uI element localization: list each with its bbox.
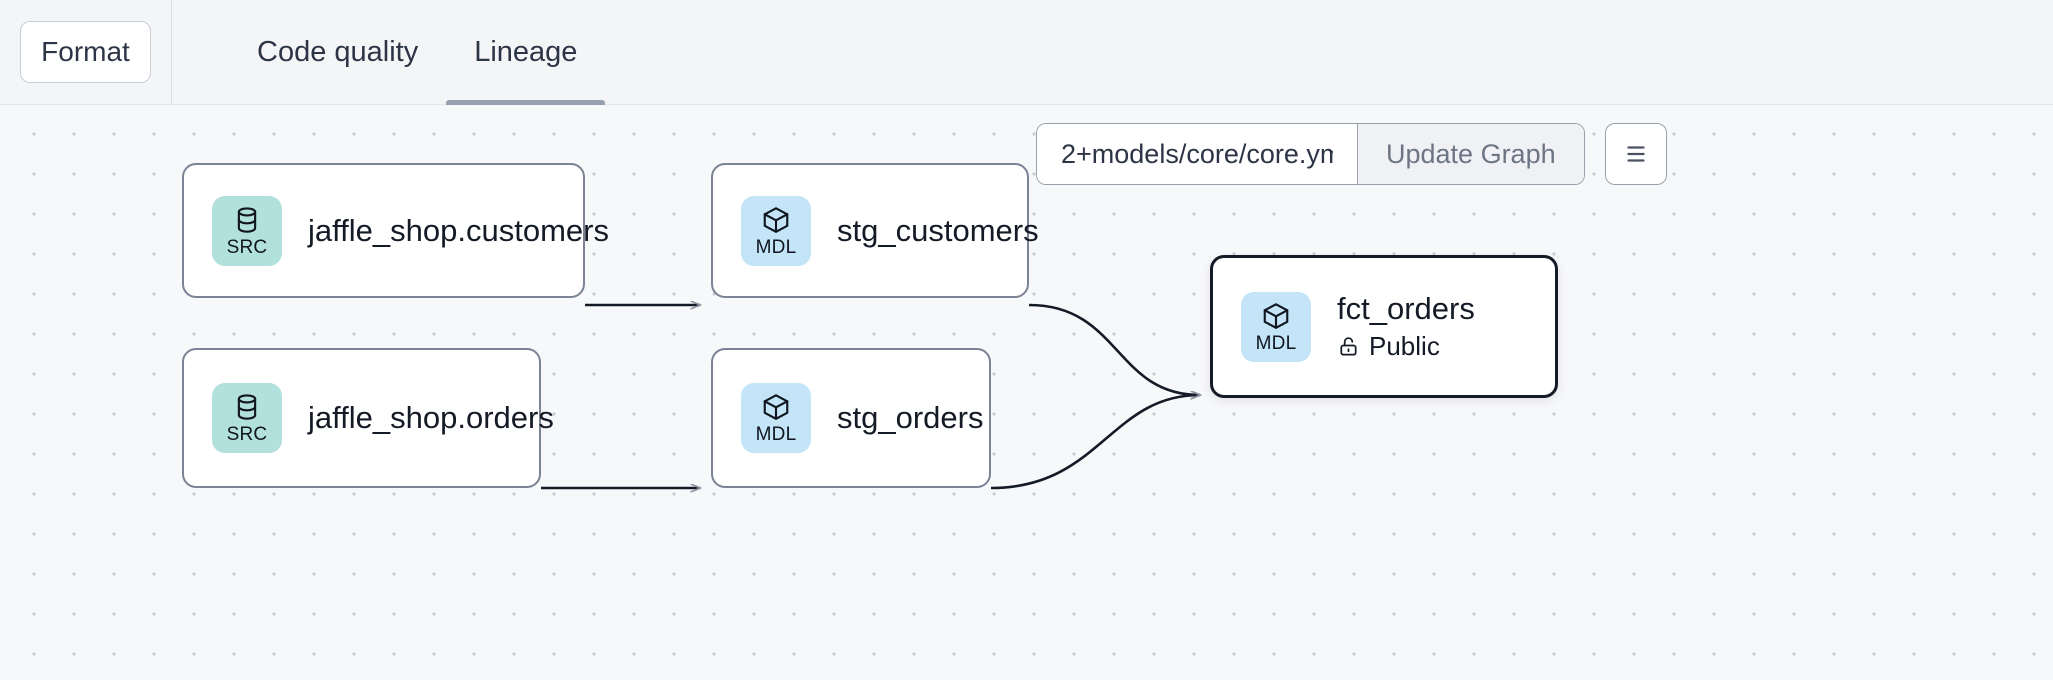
badge-mdl: MDL <box>1241 291 1311 362</box>
lineage-canvas[interactable]: SRC jaffle_shop.customers SRC jaffle_sho… <box>0 105 2053 680</box>
selector-input[interactable] <box>1037 124 1357 184</box>
tab-lineage[interactable]: Lineage <box>446 0 606 105</box>
tab-code-quality[interactable]: Code quality <box>229 0 446 105</box>
graph-options-button[interactable] <box>1604 123 1667 185</box>
badge-src-label: SRC <box>226 236 268 258</box>
unlock-icon <box>1340 337 1357 356</box>
database-icon <box>237 206 257 233</box>
node-jaffle-shop-orders[interactable]: SRC jaffle_shop.orders <box>182 348 554 488</box>
badge-src-label: SRC <box>226 424 268 445</box>
update-graph-button[interactable]: Update Graph <box>1357 124 1584 184</box>
badge-src: SRC <box>212 195 282 266</box>
node-access-row: Public <box>1337 331 1475 362</box>
node-body: stg_orders <box>837 400 983 436</box>
node-body: stg_customers <box>837 213 1039 249</box>
badge-mdl: MDL <box>741 383 811 453</box>
node-access-label: Public <box>1369 331 1440 362</box>
format-button-zone: Format <box>0 0 172 105</box>
node-fct-orders[interactable]: MDL fct_orders Public <box>1210 255 1558 398</box>
node-jaffle-shop-customers[interactable]: SRC jaffle_shop.customers <box>182 163 609 298</box>
tab-bar: Code quality Lineage <box>172 0 606 105</box>
node-stg-customers[interactable]: MDL stg_customers <box>711 163 1039 298</box>
sliders-icon <box>1626 146 1645 162</box>
badge-mdl-label: MDL <box>755 236 797 258</box>
database-icon <box>237 394 257 420</box>
badge-mdl-label: MDL <box>755 424 797 445</box>
cube-icon <box>1263 302 1289 329</box>
cube-icon <box>763 206 789 233</box>
graph-controls: Update Graph <box>1036 123 1667 185</box>
node-stg-orders[interactable]: MDL stg_orders <box>711 348 991 488</box>
format-button[interactable]: Format <box>20 21 151 83</box>
node-title: stg_orders <box>837 400 984 436</box>
node-title: fct_orders <box>1337 290 1475 326</box>
cube-icon <box>763 394 789 420</box>
selector-group: Update Graph <box>1036 123 1585 185</box>
tab-code-quality-label: Code quality <box>257 35 419 68</box>
badge-mdl-label: MDL <box>1255 332 1297 354</box>
node-title: stg_customers <box>837 212 1039 248</box>
node-title: jaffle_shop.customers <box>308 212 609 248</box>
node-body: fct_orders Public <box>1337 291 1475 363</box>
edge-stg-customers-to-fct-orders <box>1028 303 1200 395</box>
badge-src: SRC <box>212 383 282 453</box>
edge-stg-orders-to-fct-orders <box>990 395 1200 490</box>
node-body: jaffle_shop.orders <box>308 400 554 436</box>
badge-mdl: MDL <box>741 195 811 266</box>
node-title: jaffle_shop.orders <box>308 400 554 436</box>
tab-lineage-label: Lineage <box>474 35 578 68</box>
top-toolbar: Format Code quality Lineage <box>0 0 2053 105</box>
node-body: jaffle_shop.customers <box>308 213 609 249</box>
